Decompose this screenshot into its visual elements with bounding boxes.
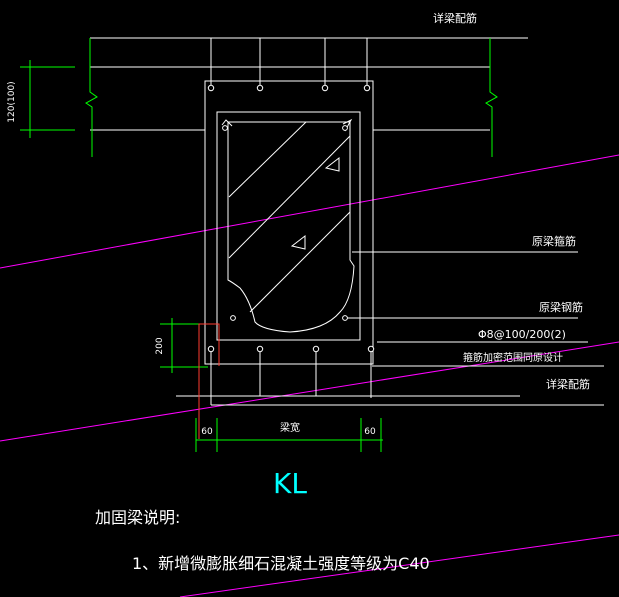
label-anchor-note: 箍筋加密范围同原设计 <box>463 351 563 364</box>
label-dim-width: 梁宽 <box>280 421 300 434</box>
highlight-outline <box>198 323 220 439</box>
rebar <box>207 345 215 353</box>
rebar <box>312 345 320 353</box>
label-dim-200: 200 <box>155 337 165 354</box>
dimension-lines <box>20 38 498 452</box>
triangle-marker <box>290 234 306 250</box>
rebar <box>256 345 264 353</box>
hatch-line <box>179 534 619 597</box>
section-title: KL <box>273 467 307 500</box>
label-original-rebar: 原梁钢筋 <box>539 300 583 314</box>
rebar <box>256 84 264 92</box>
enlarged-beam-outline <box>204 80 374 365</box>
label-dim-right-60: 60 <box>364 427 376 437</box>
stirrup-hook <box>221 119 233 127</box>
hatch-line <box>0 154 619 269</box>
label-top-right: 详梁配筋 <box>433 11 477 25</box>
slab <box>90 37 528 131</box>
rebar <box>342 315 348 321</box>
hatch-lines <box>0 154 619 597</box>
rebar <box>321 84 329 92</box>
label-dim-left-60: 60 <box>201 427 213 437</box>
rebar <box>367 345 375 353</box>
rebar <box>342 125 348 131</box>
hatch-line <box>0 341 619 442</box>
rebar <box>222 125 228 131</box>
notes-title: 加固梁说明: <box>95 508 180 527</box>
label-stirrup-spec: Φ8@100/200(2) <box>478 328 566 341</box>
label-bottom-right: 详梁配筋 <box>546 377 590 391</box>
rebar <box>230 315 236 321</box>
note-1: 1、新增微膨胀细石混凝土强度等级为C40 <box>132 554 430 573</box>
stirrup <box>227 121 355 333</box>
triangle-marker <box>324 156 340 172</box>
label-slab-thickness: 120(100) <box>7 81 17 122</box>
rebar <box>207 84 215 92</box>
label-original-stirrup: 原梁箍筋 <box>532 234 576 248</box>
rebar <box>363 84 371 92</box>
original-beam-outline <box>216 111 361 341</box>
beam <box>176 38 604 406</box>
rebars <box>207 84 375 353</box>
